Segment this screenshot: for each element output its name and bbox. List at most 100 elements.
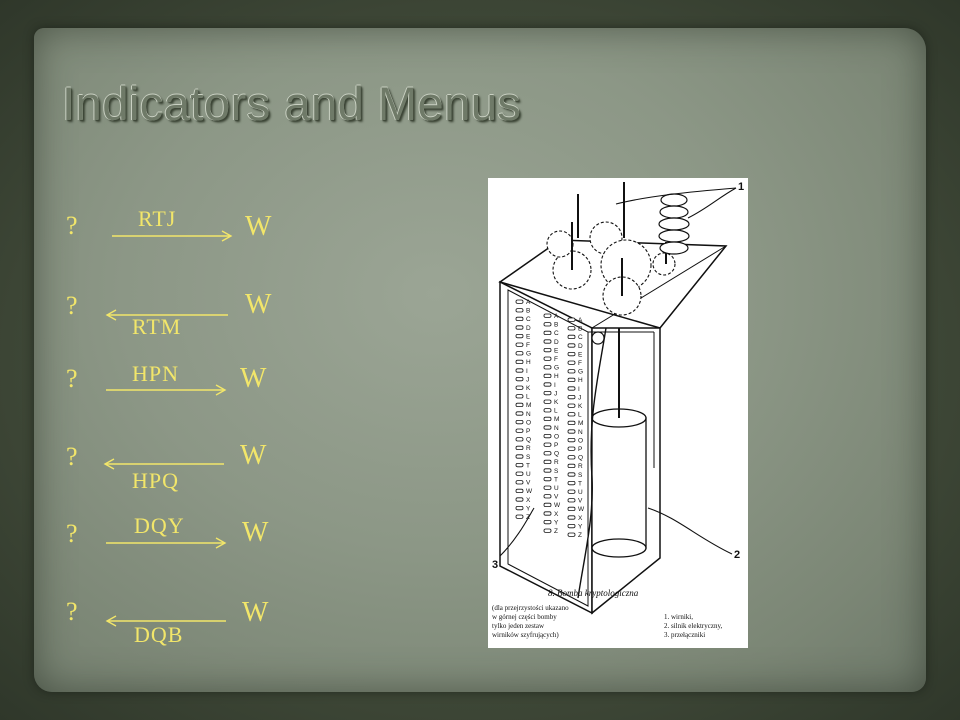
- result-letter: W: [242, 517, 269, 548]
- switch-letter: A: [526, 299, 531, 306]
- switch-letter: G: [578, 369, 583, 376]
- switch-knob: [543, 365, 552, 370]
- switch-knob: [567, 515, 576, 520]
- result-letter: W: [240, 363, 267, 394]
- switch-letter: A: [578, 317, 583, 324]
- switch-knob: [567, 523, 576, 529]
- switch-letter: L: [554, 408, 558, 415]
- switch-knob: [543, 373, 552, 378]
- switch-knob: [567, 317, 576, 322]
- switch-letter: D: [554, 339, 559, 346]
- result-letter: W: [245, 211, 272, 242]
- bomba-machine-drawing: ABCDEFGHIJKLMNOPQRSTUVWXYZABCDEFGHIJKLMN…: [492, 181, 744, 639]
- switch-knob: [543, 330, 552, 335]
- switch-knob: [567, 472, 576, 477]
- switch-letter: H: [554, 373, 559, 380]
- switch-letter: M: [554, 416, 559, 423]
- unknown-symbol: ?: [66, 291, 78, 320]
- switch-knob: [515, 351, 524, 356]
- switch-knob: [567, 463, 576, 469]
- result-letter: W: [245, 289, 272, 320]
- switch-letter: K: [526, 385, 531, 392]
- switch-knob: [515, 445, 524, 451]
- unknown-symbol: ?: [66, 211, 78, 240]
- switch-letter: H: [578, 377, 583, 384]
- switch-letter: P: [554, 442, 558, 449]
- switch-knob: [567, 506, 576, 512]
- callout-1: 1: [738, 181, 744, 193]
- switch-knob: [567, 455, 576, 460]
- switch-knob: [515, 514, 524, 519]
- switch-knob: [567, 429, 576, 434]
- switch-knob: [515, 394, 524, 399]
- switch-knob: [515, 437, 524, 442]
- callout-2: 2: [734, 549, 740, 561]
- switch-letter: X: [578, 515, 583, 522]
- switch-letter: J: [554, 390, 557, 397]
- return-indicator-code: HPQ: [132, 468, 180, 493]
- switch-knob: [543, 433, 552, 439]
- switch-letter: J: [526, 376, 529, 383]
- figure-note-line: w górnej części bomby: [492, 613, 557, 621]
- switch-letter: Y: [526, 505, 531, 512]
- switch-letter: E: [526, 333, 531, 340]
- switch-knob: [543, 416, 552, 421]
- switch-letter: P: [578, 446, 582, 453]
- switch-knob: [567, 351, 576, 357]
- switch-knob: [567, 326, 576, 331]
- switch-knob: [567, 498, 576, 503]
- switch-letter: N: [554, 425, 559, 432]
- switch-knob: [515, 480, 524, 485]
- switch-knob: [543, 390, 552, 396]
- switch-letter: H: [526, 359, 531, 366]
- result-letter: W: [242, 597, 269, 628]
- switch-knob: [515, 368, 524, 373]
- figure-note-line: (dla przejrzystości ukazano: [492, 604, 569, 612]
- figure-legend-item: 3. przełączniki: [664, 631, 705, 639]
- switch-letter: D: [578, 343, 583, 350]
- switch-letter: X: [526, 497, 531, 504]
- switch-knob: [543, 494, 552, 499]
- switch-letter: D: [526, 325, 531, 332]
- switch-knob: [543, 425, 552, 430]
- switch-letter: T: [554, 476, 558, 483]
- left-arrow-icon: [105, 615, 226, 627]
- switch-knob: [515, 488, 524, 494]
- switch-knob: [567, 377, 576, 382]
- switch-knob: [543, 347, 552, 353]
- switch-knob: [567, 360, 576, 365]
- switch-knob: [515, 333, 524, 339]
- switch-knob: [543, 442, 552, 447]
- switch-letter: B: [526, 308, 530, 315]
- switch-letter: S: [554, 468, 559, 475]
- switch-knob: [515, 471, 524, 476]
- switch-knob: [567, 489, 576, 494]
- switch-knob: [543, 511, 552, 516]
- switch-letter: U: [578, 489, 583, 496]
- figure-note-line: wirników szyfrujących): [492, 631, 559, 639]
- switch-knob: [543, 382, 552, 387]
- switch-knob: [567, 480, 576, 486]
- figure-note-line: tylko jeden zestaw: [492, 622, 545, 630]
- switch-knob: [515, 325, 524, 330]
- switch-knob: [543, 485, 552, 490]
- switch-knob: [543, 313, 552, 318]
- figure-legend-item: 1. wirniki,: [664, 613, 693, 621]
- switch-knob: [515, 385, 524, 390]
- switch-knob: [515, 411, 524, 416]
- switch-knob: [543, 399, 552, 404]
- return-indicator-code: DQB: [134, 622, 184, 647]
- switch-letter: V: [554, 494, 559, 501]
- forward-indicator-code: RTJ: [138, 206, 177, 231]
- unknown-symbol: ?: [66, 442, 78, 471]
- switch-letter: O: [554, 433, 559, 440]
- switch-knob: [567, 403, 576, 408]
- switch-knob: [515, 359, 524, 364]
- switch-letter: A: [554, 313, 559, 320]
- switch-letter: I: [578, 386, 580, 393]
- switch-knob: [543, 468, 552, 473]
- switch-knob: [543, 528, 552, 533]
- switch-letter: W: [526, 488, 533, 495]
- switch-knob: [515, 316, 524, 321]
- slide-title: Indicators and Menus: [62, 77, 522, 130]
